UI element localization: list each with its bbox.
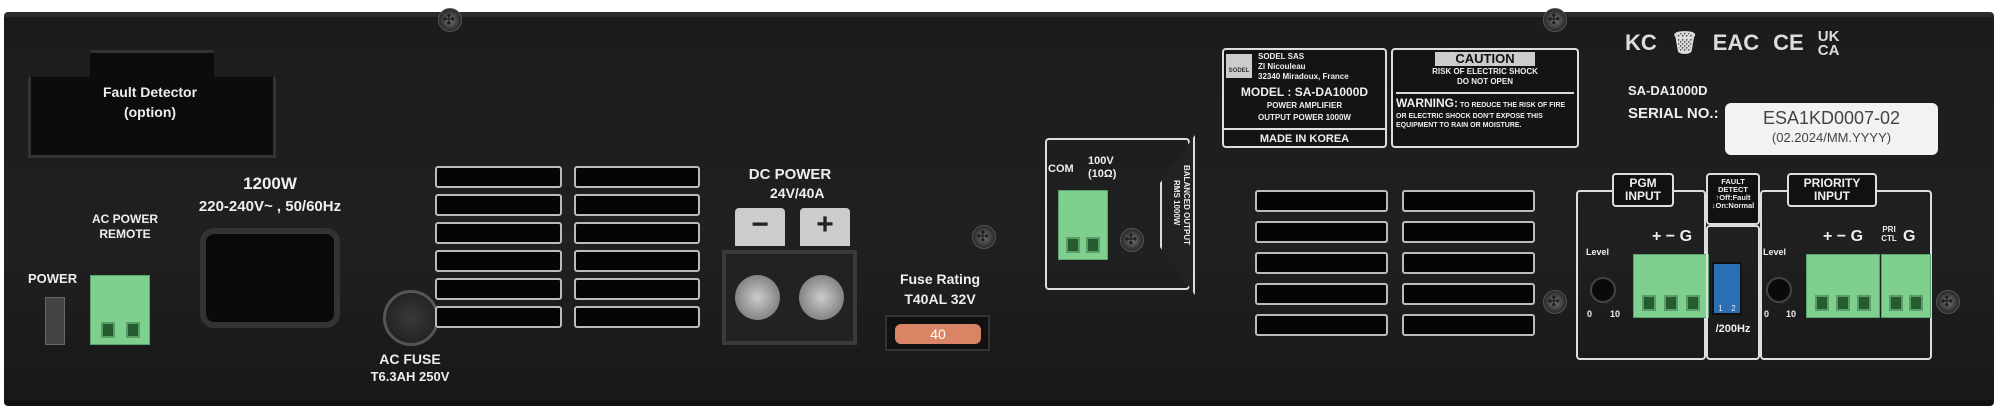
fuse-rating-title: Fuse Rating <box>899 271 981 287</box>
dc-minus-label: − <box>735 208 785 246</box>
priority-input-title: PRIORITY INPUT <box>1787 173 1877 207</box>
product-type: POWER AMPLIFIER <box>1266 101 1343 110</box>
kc-mark-icon: KC <box>1625 30 1657 55</box>
top-screw <box>438 8 462 32</box>
company-name: SODEL SAS <box>1258 52 1305 61</box>
ce-mark-icon: CE <box>1773 30 1804 55</box>
screw <box>972 225 996 249</box>
fault-detect-on: ↓On:Normal <box>1711 200 1755 210</box>
serial-label: SERIAL NO.: <box>1628 105 1719 122</box>
level-max: 10 <box>1610 309 1621 319</box>
priority-input-terminal[interactable] <box>1806 254 1880 318</box>
top-screw <box>1543 8 1567 32</box>
dip-1-label: 1 <box>1718 304 1723 313</box>
blade-fuse: 40 <box>895 324 981 344</box>
balanced-output-label: BALANCED OUTPUT <box>1182 165 1191 245</box>
pri-ctl-g-label: G <box>1903 228 1916 245</box>
priority-terminal-labels: + − G <box>1822 228 1864 245</box>
pgm-input-terminal[interactable] <box>1633 254 1709 318</box>
warning-text: TO REDUCE THE RISK OF FIRE OR ELECTRIC S… <box>1396 102 1566 129</box>
dc-plus-label: + <box>800 208 850 246</box>
serial-number: ESA1KD0007-02 <box>1762 108 1901 128</box>
address-line: ZI Nicouleau <box>1258 62 1306 71</box>
origin: MADE IN KOREA <box>1224 128 1385 145</box>
caution-label: ⚠ ⚠ CAUTION RISK OF ELECTRIC SHOCK DO NO… <box>1391 48 1579 148</box>
speaker-output-terminal[interactable] <box>1058 190 1108 260</box>
dc-power-rating: 24V/40A <box>770 185 825 201</box>
priority-control-terminal[interactable] <box>1881 254 1931 318</box>
pgm-terminal-labels: + − G <box>1651 228 1693 245</box>
pgm-level-knob[interactable] <box>1590 277 1616 303</box>
output-voltage: 100V <box>1088 155 1114 167</box>
fault-detect-section <box>1706 225 1760 360</box>
priority-level-knob[interactable] <box>1766 277 1792 303</box>
iec-power-inlet[interactable] <box>200 228 340 328</box>
filter-label: /200Hz <box>1715 323 1751 335</box>
caution-line: DO NOT OPEN <box>1456 77 1513 86</box>
serial-sticker: ESA1KD0007-02 (02.2024/MM.YYYY) <box>1725 103 1938 155</box>
power-switch[interactable] <box>45 297 65 345</box>
weee-icon: 🗑 <box>1670 30 1699 55</box>
ac-power-remote-label: AC POWER <box>92 212 158 226</box>
ac-voltage: 220-240V~ , 50/60Hz <box>198 198 342 215</box>
power-label: POWER <box>28 271 78 286</box>
dip-2-label: 2 <box>1731 304 1736 313</box>
certification-marks: KC 🗑 EAC CE UK CA <box>1625 28 1854 60</box>
fault-detect-title: FAULT DETECT <box>1718 177 1748 194</box>
screw <box>1936 290 1960 314</box>
level-label: Level <box>1586 247 1610 257</box>
caution-title: CAUTION <box>1435 51 1535 67</box>
fault-detector-subtitle: (option) <box>123 104 177 120</box>
ukca-mark-icon: UK CA <box>1817 28 1840 60</box>
level-min: 0 <box>1587 309 1593 319</box>
dc-power-title: DC POWER <box>748 166 832 183</box>
fault-detector-title: Fault Detector <box>102 84 198 100</box>
address-line: 32340 Miradoux, France <box>1258 72 1349 81</box>
warning-title: WARNING: <box>1396 96 1458 110</box>
caution-line: RISK OF ELECTRIC SHOCK <box>1432 67 1538 76</box>
dc-fuse-holder[interactable]: 40 <box>885 315 990 351</box>
output-impedance: (10Ω) <box>1088 168 1117 180</box>
level-min: 0 <box>1764 309 1770 319</box>
level-label: Level <box>1763 247 1787 257</box>
com-label: COM <box>1048 163 1074 175</box>
output-power: OUTPUT POWER 1000W <box>1258 113 1351 122</box>
level-max: 10 <box>1786 309 1797 319</box>
vent-grille <box>1255 190 1535 336</box>
model-number: MODEL : SA-DA1000D <box>1240 85 1369 99</box>
amplifier-rear-panel <box>4 12 1994 406</box>
ac-fuse-rating: T6.3AH 250V <box>370 369 450 384</box>
ac-fuse-label: AC FUSE <box>379 351 441 367</box>
ac-power-rating: 1200W <box>243 174 297 193</box>
pgm-input-title: PGM INPUT <box>1612 173 1674 207</box>
serial-date: (02.2024/MM.YYYY) <box>1771 130 1892 145</box>
sodel-logo: SODEL <box>1226 54 1252 78</box>
pri-ctl-label: PRI CTL <box>1881 225 1897 243</box>
rms-label: RMS 1000W <box>1172 180 1181 226</box>
ac-remote-terminal[interactable] <box>90 275 150 345</box>
fault-detect-off: ↑Off:Fault <box>1715 192 1751 202</box>
ac-power-remote-label: REMOTE <box>99 227 151 241</box>
fuse-rating-value: T40AL 32V <box>904 291 976 307</box>
model-id: SA-DA1000D <box>1628 83 1708 98</box>
dc-terminal-block[interactable] <box>722 250 857 345</box>
maker-label: SODEL SODEL SAS ZI Nicouleau 32340 Mirad… <box>1222 48 1387 148</box>
ac-fuse-holder[interactable] <box>383 290 439 346</box>
vent-grille <box>435 166 700 328</box>
screw <box>1120 228 1144 252</box>
eac-mark-icon: EAC <box>1712 30 1760 55</box>
fault-detect-label: FAULT DETECT ↑Off:Fault ↓On:Normal <box>1706 173 1760 225</box>
screw <box>1543 290 1567 314</box>
